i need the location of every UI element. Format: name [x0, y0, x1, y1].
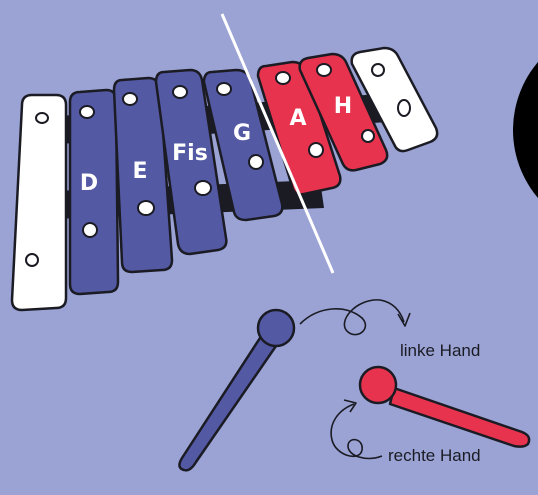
bar-h-label: H: [334, 94, 352, 119]
right-hand-label: rechte Hand: [388, 446, 481, 465]
bar-fis-label: Fis: [172, 141, 208, 166]
left-hand-arrow: [300, 300, 410, 335]
right-mallet[interactable]: [360, 367, 529, 447]
bar-e-label: E: [132, 159, 147, 184]
left-mallet[interactable]: [179, 310, 294, 470]
black-disc: [513, 25, 538, 235]
bar-d-label: D: [80, 171, 98, 196]
bar-g-label: G: [233, 121, 251, 146]
left-hand-label: linke Hand: [400, 341, 480, 360]
bar-d[interactable]: D: [70, 90, 118, 294]
right-hand-arrow: [331, 400, 382, 458]
bar-a-label: A: [289, 106, 306, 131]
bar-left-white[interactable]: [12, 95, 66, 310]
